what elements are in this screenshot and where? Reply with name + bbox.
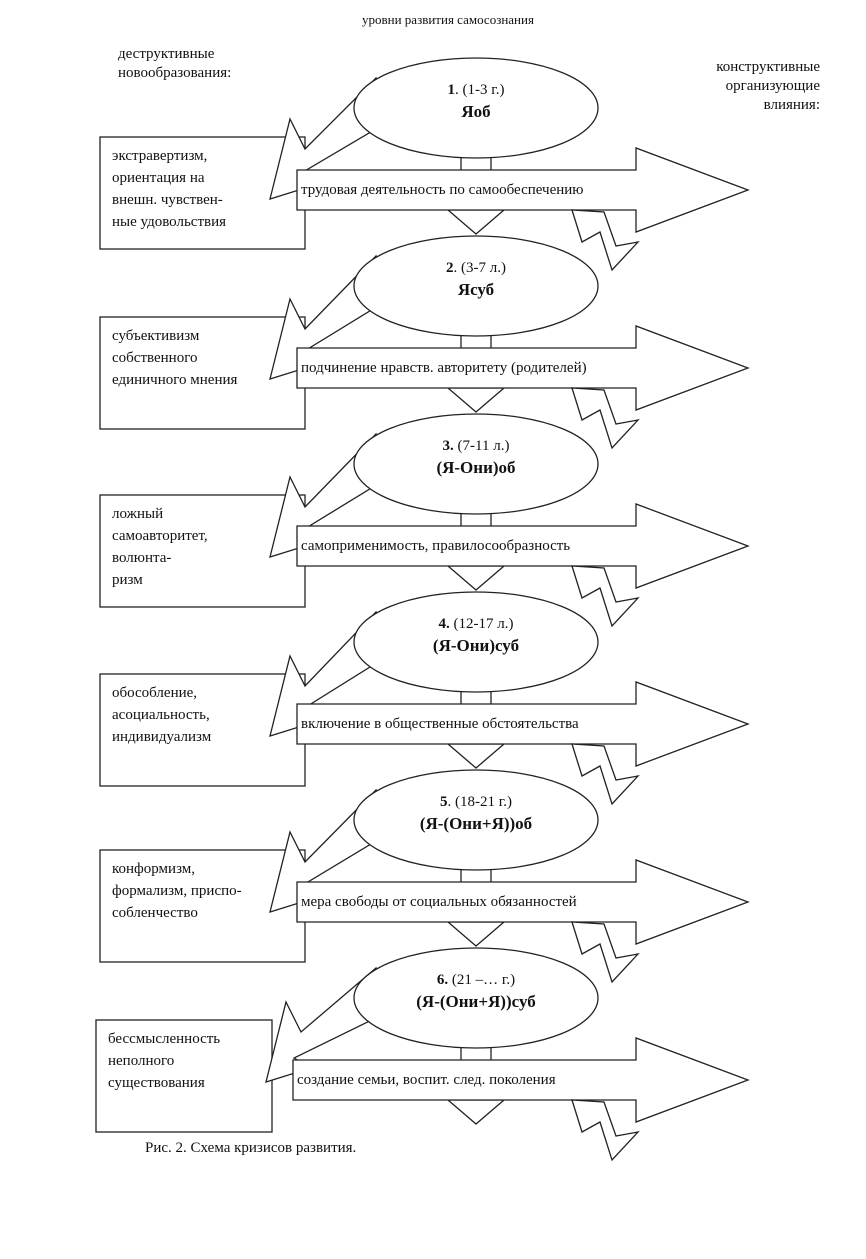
constructive-text: создание семьи, воспит. след. поколения [297,1072,556,1088]
level-number: 4. [438,616,450,632]
constructive-text: включение в общественные обстоятельства [301,716,579,732]
level-ellipse-label: 4. (12-17 л.) (Я-Они)суб [366,614,586,656]
level-ellipse-label: 6. (21 –… г.) (Я-(Они+Я))суб [366,970,586,1012]
constructive-arrow [296,147,750,233]
down-chevron [446,1099,506,1125]
level-ellipse-label: 1. (1-3 г.) Яоб [366,80,586,122]
level-age: (12-17 л.) [449,616,514,632]
return-arrow [571,565,640,628]
level-symbol: (Я-Они)об [436,458,516,477]
destructive-text: ложный самоавторитет, волюнта- ризм [112,506,208,588]
down-chevron [446,209,506,235]
level-ellipse [353,235,599,337]
constructive-arrow [296,325,750,411]
level-number: 1 [447,82,456,98]
level-symbol: Яоб [461,102,491,121]
level-ellipse [353,769,599,871]
return-arrow [571,921,640,984]
down-chevron [446,743,506,769]
level-age: (21 –… г.) [448,972,516,988]
constructive-arrow [296,503,750,589]
return-arrow [571,387,640,450]
down-chevron [446,387,506,413]
destructive-text: конформизм, формализм, приспо- собленчес… [112,861,242,921]
destructive-heading: деструктивные новообразования: [118,46,232,81]
level-number: 2 [446,260,454,276]
level-symbol: (Я-(Они+Я))об [419,814,533,833]
level-ellipse-label: 5. (18-21 г.) (Я-(Они+Я))об [366,792,586,834]
level-age: . (1-3 г.) [455,82,505,98]
constructive-arrow [296,859,750,945]
return-arrow [571,209,640,272]
destructive-text: экстравертизм, ориентация на внешн. чувс… [112,148,227,230]
constructive-text: мера свободы от социальных обязанностей [301,894,577,910]
constructive-text: подчинение нравств. авторитету (родителе… [301,360,587,376]
level-symbol: (Я-Они)суб [432,636,520,655]
down-chevron [446,921,506,947]
constructive-arrow [292,1037,750,1123]
destructive-text: бессмысленность неполного существования [108,1031,221,1091]
constructive-arrow [296,681,750,767]
destructive-text: обособление, асоциальность, индивидуализ… [112,685,212,745]
level-ellipse [353,947,599,1049]
level-age: (7-11 л.) [453,438,510,454]
return-arrow [571,743,640,806]
destructive-text: субъективизм собственного единичного мне… [112,328,238,388]
level-number: 5 [440,794,448,810]
return-arrow [571,1099,640,1162]
figure-caption: Рис. 2. Схема кризисов развития. [145,1140,357,1156]
level-ellipse [353,413,599,515]
diagram-title: уровни развития самосознания [362,12,534,27]
level-ellipse [353,591,599,693]
level-ellipse [353,57,599,159]
level-ellipse-label: 3. (7-11 л.) (Я-Они)об [366,436,586,478]
level-age: . (3-7 л.) [453,260,506,276]
constructive-heading: конструктивные организующие влияния: [716,59,820,113]
level-number: 6. [436,972,449,988]
level-symbol: Ясуб [457,280,495,299]
level-age: . (18-21 г.) [447,794,512,810]
constructive-text: самоприменимость, правилосообразность [301,538,571,554]
level-ellipse-label: 2. (3-7 л.) Ясуб [366,258,586,300]
level-symbol: (Я-(Они+Я))суб [416,992,536,1011]
down-chevron [446,565,506,591]
destructive-box [95,1019,273,1133]
constructive-text: трудовая деятельность по самообеспечению [301,182,584,198]
level-number: 3. [442,438,454,454]
